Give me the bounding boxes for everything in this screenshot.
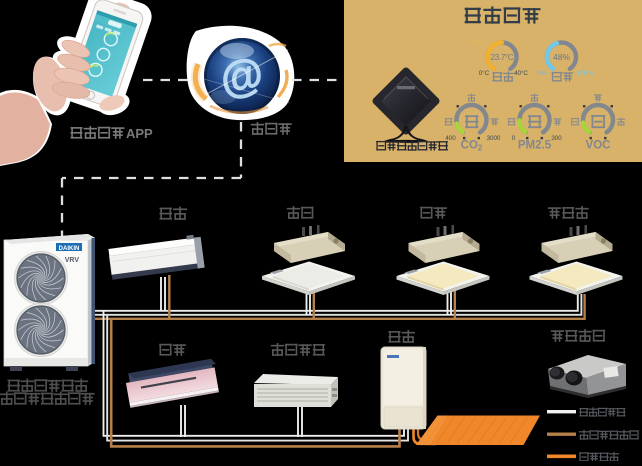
svg-text:23.7°C: 23.7°C (491, 53, 514, 62)
svg-text:40°C: 40°C (514, 70, 528, 77)
svg-text:400: 400 (445, 135, 456, 142)
svg-text:VRV: VRV (65, 257, 80, 264)
svg-text:3000: 3000 (487, 135, 501, 142)
svg-text:0°C: 0°C (479, 70, 490, 77)
svg-text:300: 300 (551, 135, 562, 142)
svg-text:APP: APP (126, 126, 153, 141)
svg-text:0%: 0% (537, 70, 547, 77)
svg-text:PM2.5: PM2.5 (518, 140, 552, 152)
svg-text:VOC: VOC (586, 140, 611, 152)
svg-text:0: 0 (512, 135, 516, 142)
svg-text:48%: 48% (553, 52, 570, 62)
svg-text:@: @ (216, 48, 268, 105)
svg-text:CO2: CO2 (461, 140, 483, 153)
svg-text:DAIKIN: DAIKIN (59, 246, 80, 252)
svg-text:18°C: 18°C (471, 39, 486, 47)
svg-text:100%: 100% (577, 70, 594, 77)
